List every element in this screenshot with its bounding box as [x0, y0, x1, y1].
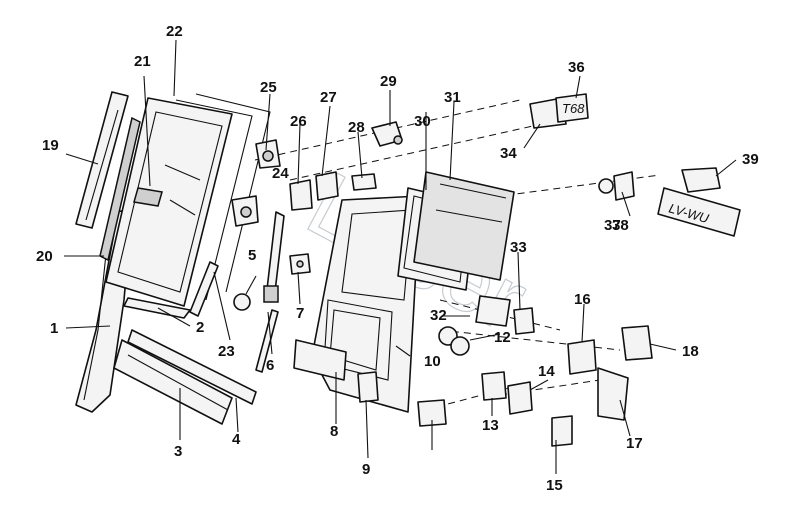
callout-23: 23	[218, 343, 235, 360]
callout-30: 30	[414, 113, 431, 130]
callout-32: 32	[430, 307, 447, 324]
part-19-trim	[75, 91, 129, 229]
callout-12: 12	[494, 329, 511, 346]
callout-13: 13	[482, 417, 499, 434]
callout-5: 5	[248, 247, 256, 264]
part-25-hinge	[255, 139, 281, 169]
callout-8: 8	[330, 423, 338, 440]
part-20-seal	[99, 116, 141, 262]
part-27-latch	[315, 171, 339, 201]
callout-6: 6	[266, 357, 274, 374]
part-11-lock	[417, 399, 447, 427]
callout-38: 38	[612, 217, 629, 234]
callout-3: 3	[174, 443, 182, 460]
callout-22: 22	[166, 23, 183, 40]
callout-15: 15	[546, 477, 563, 494]
callout-34: 34	[500, 145, 517, 162]
callout-17: 17	[626, 435, 643, 452]
callout-18: 18	[682, 343, 699, 360]
callout-28: 28	[348, 119, 365, 136]
callout-14: 14	[538, 363, 555, 380]
callout-9: 9	[362, 461, 370, 478]
part-15-cover	[551, 415, 573, 447]
callout-36: 36	[568, 59, 585, 76]
part-14-latch	[507, 381, 533, 415]
part-6-rod	[255, 211, 285, 373]
callout-21: 21	[134, 53, 151, 70]
part-16-bracket	[567, 339, 597, 375]
callout-27: 27	[320, 89, 337, 106]
part-2-strip	[123, 297, 191, 319]
callout-labels: 1 2 3 4 5 6 7 8 9 10 12 13 14 15 16 17 1…	[36, 23, 759, 494]
callout-39: 39	[742, 151, 759, 168]
part-12-lock	[438, 326, 470, 356]
part-24-hinge	[231, 195, 259, 227]
badge-text: T68	[562, 101, 585, 116]
part-5-clip	[233, 293, 251, 311]
part-29-bracket	[371, 121, 403, 147]
part-3-sill	[113, 339, 233, 425]
part-13-cup	[481, 371, 507, 401]
callout-33: 33	[510, 239, 527, 256]
part-9-handle	[357, 371, 379, 403]
callout-1: 1	[50, 320, 58, 337]
callout-31: 31	[444, 89, 461, 106]
part-7-plate	[289, 253, 311, 275]
callout-26: 26	[290, 113, 307, 130]
callout-25: 25	[260, 79, 277, 96]
callout-10: 10	[424, 353, 441, 370]
part-23-strip	[189, 261, 219, 317]
part-33-bracket	[513, 307, 535, 335]
callout-37: 37	[604, 217, 621, 234]
part-21-bracket	[133, 187, 163, 207]
part-8-handle	[293, 339, 347, 381]
part-39-lamp	[681, 167, 721, 193]
part-26-latch	[289, 179, 313, 211]
part-38-emblem: LV-WU	[657, 187, 741, 237]
part-31-glass	[413, 171, 515, 281]
part-28-bracket	[351, 173, 377, 191]
callout-19: 19	[42, 137, 59, 154]
part-32-handle	[475, 295, 511, 327]
callout-7: 7	[296, 305, 304, 322]
part-36-badge: T68	[555, 93, 589, 123]
callout-4: 4	[232, 431, 241, 448]
part-18-lamp	[621, 325, 653, 361]
callout-20: 20	[36, 248, 53, 265]
callout-29: 29	[380, 73, 397, 90]
part-4-sill	[127, 329, 257, 405]
part-37-lock	[598, 171, 635, 201]
callout-16: 16	[574, 291, 591, 308]
callout-24: 24	[272, 165, 289, 182]
part-17-hinge	[597, 367, 629, 421]
leader-lines	[64, 39, 737, 474]
part-22-window	[105, 93, 271, 307]
callout-2: 2	[196, 319, 204, 336]
